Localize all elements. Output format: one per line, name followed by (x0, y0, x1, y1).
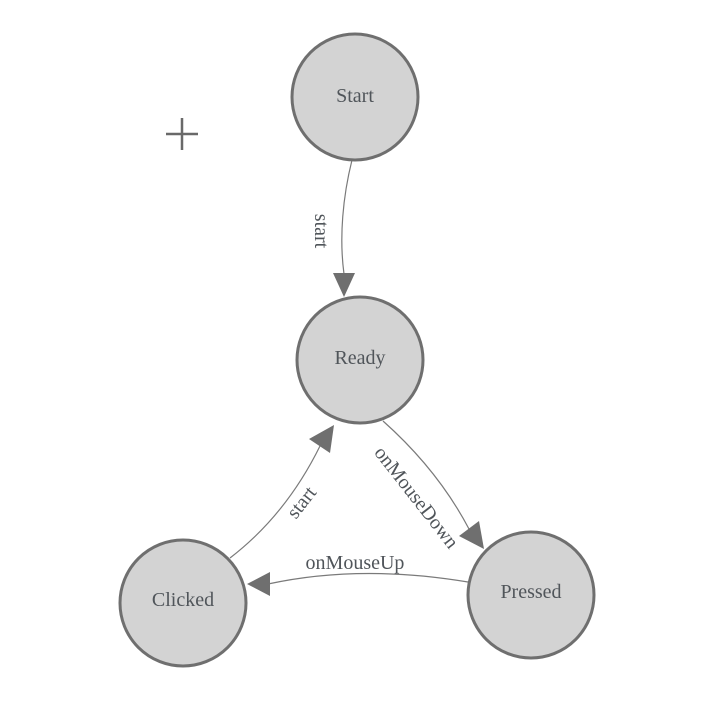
node-start[interactable]: Start (290, 32, 420, 162)
node-label: Start (336, 85, 374, 107)
node-circle (118, 538, 248, 668)
arrowhead-icon (333, 273, 355, 297)
edge-pressed-to-clicked[interactable]: onMouseUp (247, 552, 469, 596)
edge-line (341, 159, 353, 275)
node-circle (295, 295, 425, 425)
edge-line (382, 420, 470, 530)
node-label: Pressed (500, 581, 561, 603)
edge-label: start (283, 482, 322, 523)
edge-clicked-to-ready[interactable]: start (229, 425, 334, 559)
arrowhead-icon (247, 572, 270, 596)
arrowhead-icon (459, 521, 484, 549)
edge-line (229, 445, 321, 559)
edge-label: onMouseDown (370, 442, 463, 553)
edge-label: onMouseUp (306, 552, 405, 574)
plus-crosshair-icon (166, 118, 198, 150)
node-ready[interactable]: Ready (295, 295, 425, 425)
edge-label: start (310, 214, 332, 249)
node-label: Clicked (152, 589, 214, 611)
node-clicked[interactable]: Clicked (118, 538, 248, 668)
edge-line (267, 572, 469, 585)
node-label: Ready (334, 347, 385, 369)
node-circle (466, 530, 596, 660)
edge-start-to-ready[interactable]: start (310, 159, 355, 297)
node-pressed[interactable]: Pressed (466, 530, 596, 660)
node-circle (290, 32, 420, 162)
arrowhead-icon (309, 425, 334, 453)
edge-ready-to-pressed[interactable]: onMouseDown (370, 420, 484, 553)
